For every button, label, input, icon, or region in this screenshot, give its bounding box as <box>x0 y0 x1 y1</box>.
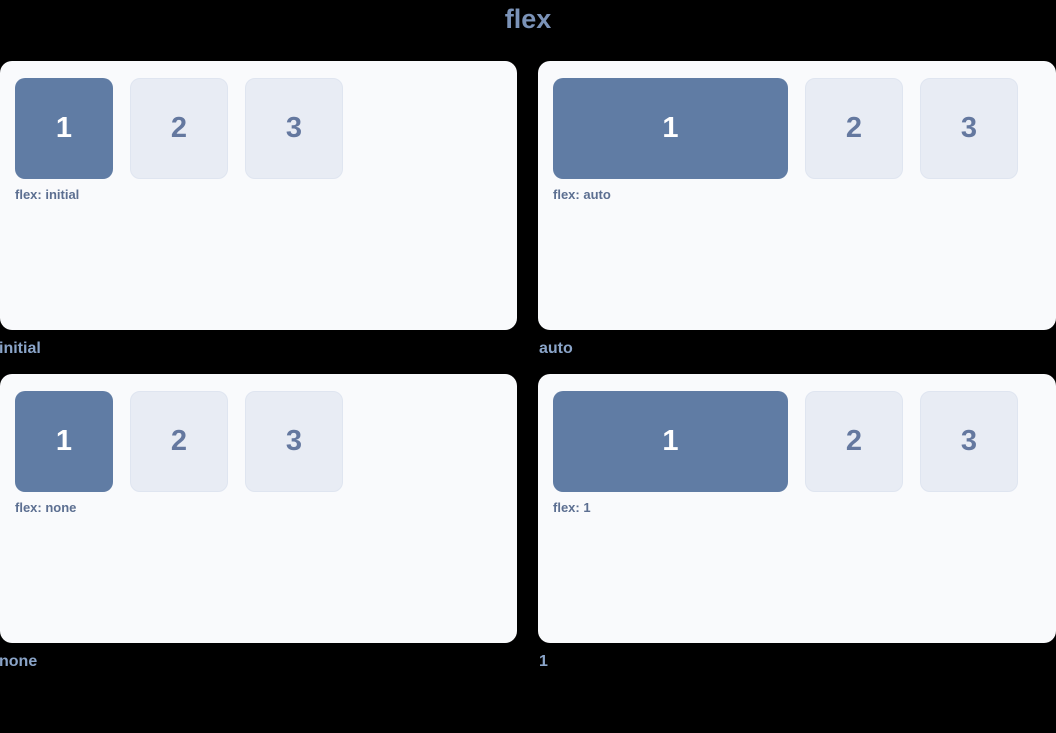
panel-caption-none: none <box>0 653 38 670</box>
panel-caption-initial: initial <box>0 340 41 357</box>
flex-item-2[interactable]: 2 <box>805 78 903 179</box>
page-title: flex <box>504 4 552 34</box>
demo-cell-one: 1 2 3 flex: 1 1 <box>538 374 1056 670</box>
demo-cell-none: 1 2 3 flex: none none <box>0 374 517 670</box>
demo-grid: 1 2 3 flex: initial initial 1 2 3 flex: … <box>0 61 1056 670</box>
flex-item-2[interactable]: 2 <box>805 391 903 492</box>
demo-cell-auto: 1 2 3 flex: auto auto <box>538 61 1056 357</box>
flex-property-label: flex: 1 <box>553 500 591 515</box>
flex-item-3[interactable]: 3 <box>245 78 343 179</box>
flex-item-3[interactable]: 3 <box>245 391 343 492</box>
flex-container-auto: 1 2 3 <box>553 78 1038 179</box>
demo-cell-initial: 1 2 3 flex: initial initial <box>0 61 517 357</box>
flex-container-one: 1 2 3 <box>553 391 1038 492</box>
flex-item-1[interactable]: 1 <box>15 391 113 492</box>
flex-container-initial: 1 2 3 <box>15 78 499 179</box>
flex-item-1[interactable]: 1 <box>553 391 788 492</box>
flex-property-label: flex: auto <box>553 187 611 202</box>
demo-row-bottom: 1 2 3 flex: none none 1 2 3 flex: 1 1 <box>0 374 1056 670</box>
flex-demo-panel-initial: 1 2 3 flex: initial <box>0 61 517 330</box>
flex-item-3[interactable]: 3 <box>920 391 1018 492</box>
panel-caption-one: 1 <box>539 653 548 670</box>
demo-row-top: 1 2 3 flex: initial initial 1 2 3 flex: … <box>0 61 1056 357</box>
flex-item-3[interactable]: 3 <box>920 78 1018 179</box>
flex-item-2[interactable]: 2 <box>130 391 228 492</box>
flex-property-label: flex: none <box>15 500 77 515</box>
panel-caption-auto: auto <box>539 340 573 357</box>
flex-demo-panel-none: 1 2 3 flex: none <box>0 374 517 643</box>
flex-item-2[interactable]: 2 <box>130 78 228 179</box>
flex-property-label: flex: initial <box>15 187 80 202</box>
flex-demo-panel-one: 1 2 3 flex: 1 <box>538 374 1056 643</box>
flex-demo-panel-auto: 1 2 3 flex: auto <box>538 61 1056 330</box>
flex-item-1[interactable]: 1 <box>553 78 788 179</box>
flex-item-1[interactable]: 1 <box>15 78 113 179</box>
flex-container-none: 1 2 3 <box>15 391 499 492</box>
